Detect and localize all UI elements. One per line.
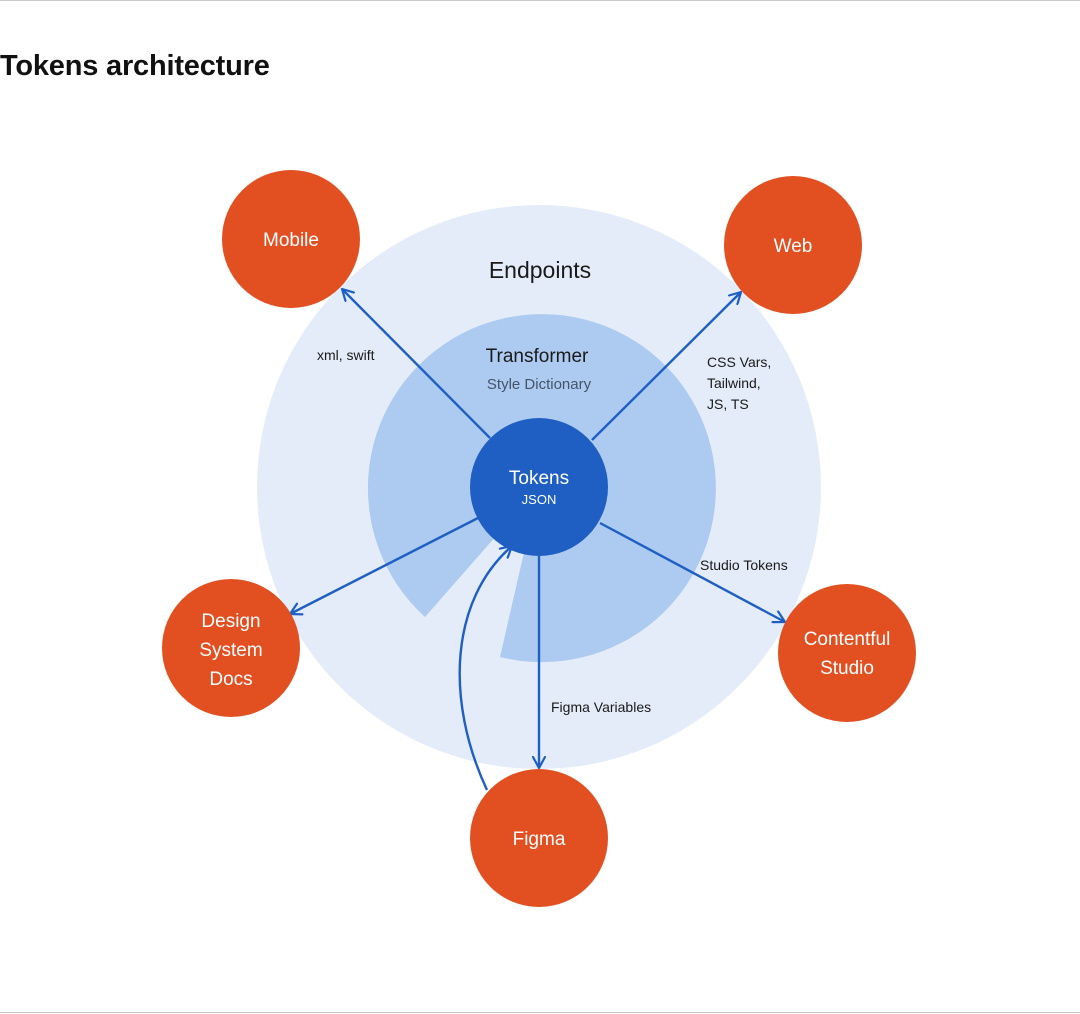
edge-label-web-line-1: CSS Vars, bbox=[707, 354, 771, 370]
transformer-sublabel: Style Dictionary bbox=[487, 376, 592, 393]
node-docs-label-line-2: System bbox=[199, 640, 262, 661]
node-contentful-label-line-2: Studio bbox=[820, 658, 874, 679]
node-contentful-studio: Contentful Studio bbox=[778, 584, 916, 722]
node-docs-circle bbox=[162, 579, 300, 717]
page-title: Tokens architecture bbox=[0, 50, 270, 82]
bottom-divider bbox=[0, 1012, 1080, 1013]
edge-label-web-line-3: JS, TS bbox=[707, 396, 749, 412]
node-contentful-circle bbox=[778, 584, 916, 722]
arrow-to-web bbox=[591, 292, 741, 441]
arrow-to-docs bbox=[290, 516, 479, 614]
edge-label-web-line-2: Tailwind, bbox=[707, 375, 761, 391]
edge-label-mobile: xml, swift bbox=[317, 347, 375, 363]
edge-label-figma-line: Figma Variables bbox=[551, 699, 651, 715]
edge-label-figma: Figma Variables bbox=[551, 699, 651, 715]
node-mobile: Mobile bbox=[222, 170, 360, 308]
node-design-system-docs: Design System Docs bbox=[162, 579, 300, 717]
node-docs-label-line-1: Design bbox=[201, 611, 260, 632]
edge-label-web: CSS Vars, Tailwind, JS, TS bbox=[707, 354, 771, 412]
edge-label-contentful-line: Studio Tokens bbox=[700, 557, 788, 573]
tokens-sublabel: JSON bbox=[522, 492, 557, 507]
tokens-core-circle bbox=[470, 418, 608, 556]
node-figma-circle bbox=[470, 769, 608, 907]
arrow-to-contentful bbox=[599, 521, 785, 622]
node-figma: Figma bbox=[470, 769, 608, 907]
node-contentful-label-line-1: Contentful bbox=[804, 629, 891, 650]
top-divider bbox=[0, 0, 1080, 1]
node-mobile-label: Mobile bbox=[263, 230, 319, 251]
edge-label-contentful: Studio Tokens bbox=[700, 557, 788, 573]
node-web: Web bbox=[724, 176, 862, 314]
endpoints-label: Endpoints bbox=[489, 257, 591, 283]
node-mobile-circle bbox=[222, 170, 360, 308]
node-docs-label-line-3: Docs bbox=[209, 669, 252, 690]
node-web-circle bbox=[724, 176, 862, 314]
node-web-label: Web bbox=[774, 236, 813, 257]
tokens-label: Tokens bbox=[509, 468, 569, 489]
transformer-label: Transformer bbox=[486, 346, 589, 367]
arrow-figma-to-tokens bbox=[458, 546, 512, 791]
edge-label-mobile-line: xml, swift bbox=[317, 347, 375, 363]
node-figma-label: Figma bbox=[513, 829, 566, 850]
arrow-to-mobile bbox=[342, 289, 491, 439]
